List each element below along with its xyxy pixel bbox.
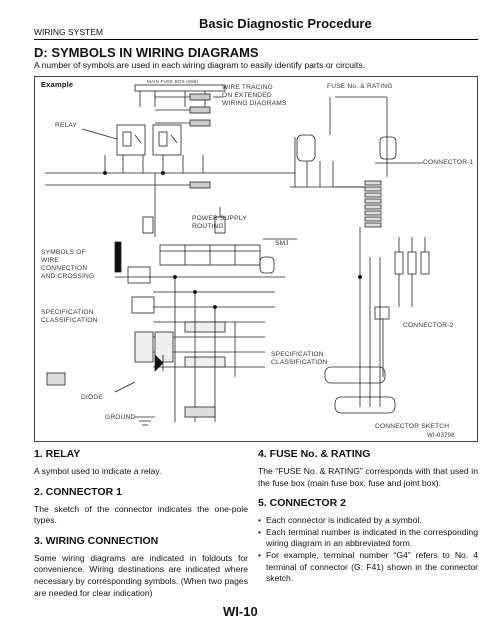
right-column: 4. FUSE No. & RATING The “FUSE No. & RAT… <box>258 448 478 585</box>
relay-text: A symbol used to indicate a relay. <box>34 466 162 476</box>
connector2-bullets: Each connector is indicated by a symbol.… <box>258 515 478 585</box>
connector2-label: CONNECTOR-2 <box>403 322 454 329</box>
smj-label: SMJ <box>275 240 289 247</box>
page-header: WIRING SYSTEM Basic Diagnostic Procedure <box>34 14 478 44</box>
connector1-label: CONNECTOR-1 <box>423 159 474 166</box>
page-number: WI-10 <box>223 604 258 619</box>
wire-tracing-line-1: WIRE TRACING <box>222 84 273 91</box>
figure-id: WI-03798 <box>427 433 455 439</box>
section-label: WIRING SYSTEM <box>34 27 103 37</box>
section-heading: D: SYMBOLS IN WIRING DIAGRAMS <box>34 45 259 60</box>
main-fuse-box-strip <box>134 84 226 92</box>
wire-trace-tab <box>189 119 211 127</box>
component-box <box>142 216 154 234</box>
fuse-symbol <box>296 134 316 162</box>
wire-trace-tab <box>189 106 211 114</box>
wire-tracing-line-2: ON EXTENDED <box>222 92 272 99</box>
symbols-wire-line-1: SYMBOLS OF <box>41 249 86 256</box>
diode-label: DIODE <box>81 394 103 401</box>
bullet-item: Each terminal number is indicated in the… <box>258 527 478 550</box>
wiring-connection-text: Some wiring diagrams are indicated in fo… <box>34 552 248 598</box>
wiring-connection-heading: 3. WIRING CONNECTION <box>34 534 159 547</box>
connector2-heading: 5. CONNECTOR 2 <box>258 497 346 510</box>
relay-label: RELAY <box>55 122 78 129</box>
left-column: 1. RELAY A symbol used to indicate a rel… <box>34 448 248 607</box>
section-intro: A number of symbols are used in each wir… <box>34 60 366 70</box>
bullet-item: Each connector is indicated by a symbol. <box>258 515 478 527</box>
relay-symbol <box>116 124 146 156</box>
ground-label: GROUND <box>105 414 136 421</box>
header-rule <box>34 39 478 40</box>
example-label: Example <box>41 80 74 89</box>
fuse-rating-heading: 4. FUSE No. & RATING <box>258 448 371 460</box>
power-supply-line-2: ROUTING <box>192 223 224 230</box>
main-fuse-box-label: MAIN FUSE BOX (M/B) <box>147 79 199 84</box>
wire-tracing-line-3: WIRING DIAGRAMS <box>222 100 287 107</box>
power-supply-line-1: POWER SUPPLY <box>192 215 247 222</box>
wiring-diagram-drawing <box>45 84 430 426</box>
symbols-wire-line-2: WIRE <box>41 257 60 264</box>
fuse-rating-label: FUSE No. & RATING <box>327 83 393 90</box>
relay-heading: 1. RELAY <box>34 448 81 460</box>
spec-class-right-line-1: SPECIFICATION <box>271 351 324 358</box>
symbols-wire-line-4: AND CROSSING <box>41 273 95 280</box>
bullet-item: For example, terminal number “G4” refers… <box>258 550 478 585</box>
wiring-diagram-figure: Example MAIN FUSE BOX (M/B) RELAY WIRE T… <box>34 76 478 442</box>
spec-class-left-line-2: CLASSIFICATION <box>41 317 98 324</box>
spec-class-right-line-2: CLASSIFICATION <box>271 359 328 366</box>
fuse-rating-text: The “FUSE No. & RATING” corresponds with… <box>258 466 478 488</box>
relay-symbol <box>152 124 182 156</box>
page-title: Basic Diagnostic Procedure <box>199 16 372 31</box>
wire-trace-tab <box>189 93 211 101</box>
spec-class-left-line-1: SPECIFICATION <box>41 309 94 316</box>
connector1-heading: 2. CONNECTOR 1 <box>34 485 122 498</box>
connector1-text: The sketch of the connector indicates th… <box>34 503 248 526</box>
connector-sketch-label: CONNECTOR SKETCH <box>375 423 450 430</box>
symbols-wire-line-3: CONNECTION <box>41 265 88 272</box>
